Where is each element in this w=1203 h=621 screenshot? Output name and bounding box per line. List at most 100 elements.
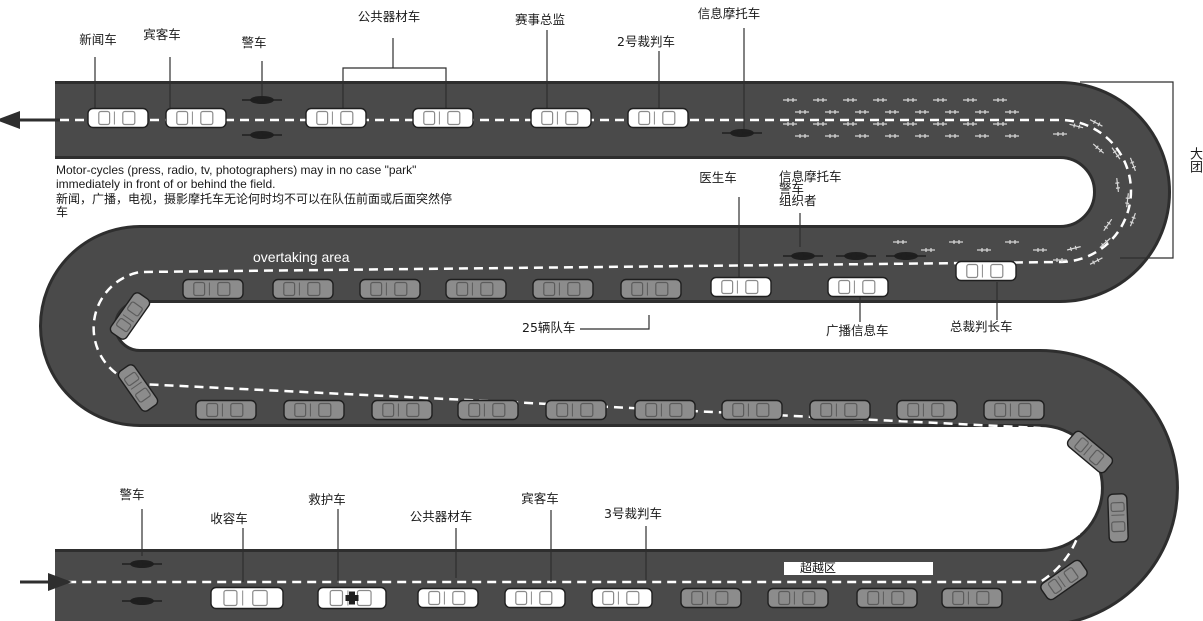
cyclist	[1099, 237, 1111, 248]
public-equipment-car	[417, 587, 479, 609]
cyclist	[1089, 257, 1103, 265]
team-car	[359, 278, 421, 300]
cyclist	[915, 110, 929, 114]
team-car	[371, 399, 433, 421]
cyclist	[783, 98, 797, 102]
police-motorcycle	[122, 597, 162, 605]
label-public-equipment-bottom: 公共器材车	[409, 509, 473, 524]
cyclist	[993, 122, 1007, 126]
cyclist	[825, 134, 839, 138]
cyclist	[783, 122, 797, 126]
team-car	[721, 399, 783, 421]
police-motorcycle	[242, 131, 282, 139]
team-car	[182, 278, 244, 300]
cyclist	[1033, 248, 1047, 252]
team-car	[809, 399, 871, 421]
road	[39, 81, 1179, 621]
official-car	[165, 107, 227, 129]
cyclist	[873, 122, 887, 126]
cyclist	[915, 134, 929, 138]
official-car	[627, 107, 689, 129]
overtaking-area-lower: overtaking area	[253, 437, 350, 453]
label-guest-car-top: 宾客车	[143, 27, 181, 42]
label-info-moto-top: 信息摩托车	[697, 6, 761, 21]
doctor-car	[710, 276, 772, 298]
cyclist	[975, 134, 989, 138]
cyclist	[885, 110, 899, 114]
label-referee-3: 3号裁判车	[604, 506, 662, 521]
cyclist	[945, 134, 959, 138]
vehicle-layer	[87, 107, 1129, 610]
team-car	[620, 278, 682, 300]
cyclist	[977, 248, 991, 252]
official-car	[305, 107, 367, 129]
team-car	[896, 399, 958, 421]
label-chief-referee: 总裁判长车	[950, 319, 1013, 334]
cyclist	[1069, 123, 1084, 129]
cyclist	[945, 110, 959, 114]
motorcycle-note-english: Motor-cycles (press, radio, tv, photogra…	[56, 163, 417, 191]
cyclist	[1125, 193, 1130, 208]
cyclist	[1092, 143, 1105, 154]
ambulance	[317, 586, 387, 610]
label-radio-info-car: 广播信息车	[826, 323, 889, 338]
cyclist	[1053, 132, 1067, 136]
label-guest-car-bottom: 宾客车	[521, 491, 559, 506]
label-press-car: 新闻车	[79, 32, 117, 47]
callout-lines	[94, 28, 1174, 584]
guest-car	[504, 587, 566, 609]
cyclist	[975, 110, 989, 114]
cyclist	[963, 122, 977, 126]
team-car	[1107, 493, 1129, 543]
info-motorcycle	[722, 129, 762, 137]
cyclist	[813, 122, 827, 126]
cyclist	[825, 110, 839, 114]
radio-info-car	[827, 276, 889, 298]
cyclist	[1066, 245, 1081, 252]
cyclist	[1129, 212, 1136, 227]
cyclist	[795, 110, 809, 114]
info-motorcycle	[783, 252, 823, 260]
label-info-moto-group: 信息摩托车 警车 组织者	[779, 169, 842, 208]
label-main-group: 大团	[1187, 147, 1202, 173]
cyclist	[1111, 147, 1121, 160]
cyclist	[949, 240, 963, 244]
police-motorcycle	[836, 252, 876, 260]
lane-line	[60, 118, 1133, 584]
cyclist	[843, 98, 857, 102]
cyclist	[855, 134, 869, 138]
cyclist	[963, 98, 977, 102]
label-police-top: 警车	[241, 35, 267, 50]
label-police-bottom: 警车	[119, 487, 145, 502]
cyclist	[873, 98, 887, 102]
team-car	[1066, 430, 1114, 474]
team-car	[983, 399, 1045, 421]
police-motorcycle	[242, 96, 282, 104]
label-broom-wagon: 收容车	[210, 511, 248, 526]
cyclist	[1103, 218, 1113, 232]
cyclist	[843, 122, 857, 126]
cyclist	[1089, 119, 1103, 127]
team-car	[283, 399, 345, 421]
team-car	[634, 399, 696, 421]
team-car	[109, 292, 151, 340]
cyclist	[813, 98, 827, 102]
police-motorcycle	[122, 560, 162, 568]
team-car	[767, 587, 829, 609]
team-car	[545, 399, 607, 421]
label-ambulance: 救护车	[308, 492, 346, 507]
cyclist	[1129, 157, 1137, 172]
motorcycle-layer	[122, 96, 926, 605]
cyclist	[933, 98, 947, 102]
cyclist	[1005, 110, 1019, 114]
team-car	[856, 587, 918, 609]
cyclist-pack	[783, 98, 1137, 265]
direction-arrows	[0, 111, 72, 591]
team-car	[941, 587, 1003, 609]
team-car	[1040, 559, 1088, 601]
cyclist	[1005, 240, 1019, 244]
referee-3-car	[591, 587, 653, 609]
team-car	[457, 399, 519, 421]
label-referee-2: 2号裁判车	[617, 34, 675, 49]
